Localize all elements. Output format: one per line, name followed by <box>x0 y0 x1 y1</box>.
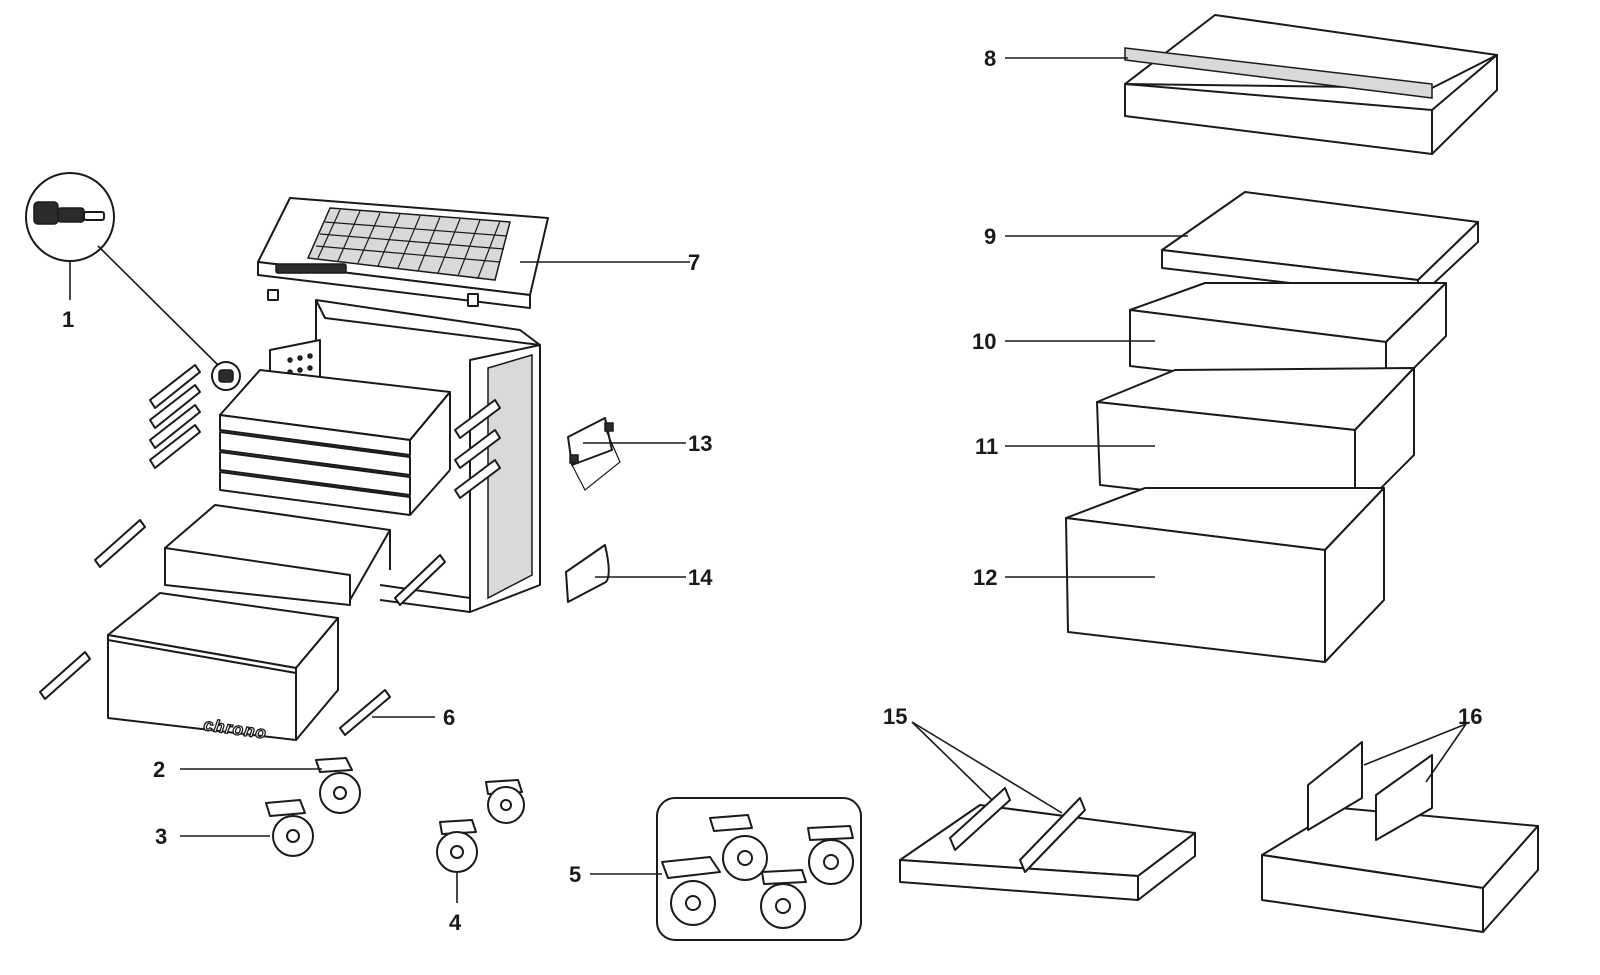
label-plate <box>565 544 686 603</box>
callout-10: 10 <box>972 329 996 354</box>
slide-rails <box>39 364 501 736</box>
callout-2: 2 <box>153 757 165 782</box>
cabinet-drawers <box>164 369 451 606</box>
caster-4 <box>436 779 525 903</box>
callout-9: 9 <box>984 224 996 249</box>
callout-7: 7 <box>688 250 700 275</box>
lock-detail <box>25 172 241 391</box>
callout-6: 6 <box>443 705 455 730</box>
drawer-frame-8 <box>1005 14 1498 155</box>
bracket <box>567 417 686 491</box>
caster-2 <box>180 757 361 814</box>
callout-1: 1 <box>62 307 74 332</box>
front-drawer: chrono <box>107 592 339 743</box>
callout-15: 15 <box>883 704 907 729</box>
tray-16 <box>1261 723 1539 933</box>
callout-5: 5 <box>569 862 581 887</box>
callout-4: 4 <box>449 910 462 935</box>
caster-set <box>590 797 862 941</box>
top-tray <box>257 197 690 309</box>
callout-14: 14 <box>688 565 713 590</box>
callout-11: 11 <box>975 434 998 459</box>
tray-15 <box>899 721 1196 901</box>
callout-12: 12 <box>973 565 997 590</box>
drawer-11 <box>1005 367 1415 515</box>
caster-3 <box>180 799 314 857</box>
callout-3: 3 <box>155 824 167 849</box>
callout-13: 13 <box>688 431 712 456</box>
callout-8: 8 <box>984 46 996 71</box>
callout-16: 16 <box>1458 704 1482 729</box>
drawer-12 <box>1005 487 1385 663</box>
